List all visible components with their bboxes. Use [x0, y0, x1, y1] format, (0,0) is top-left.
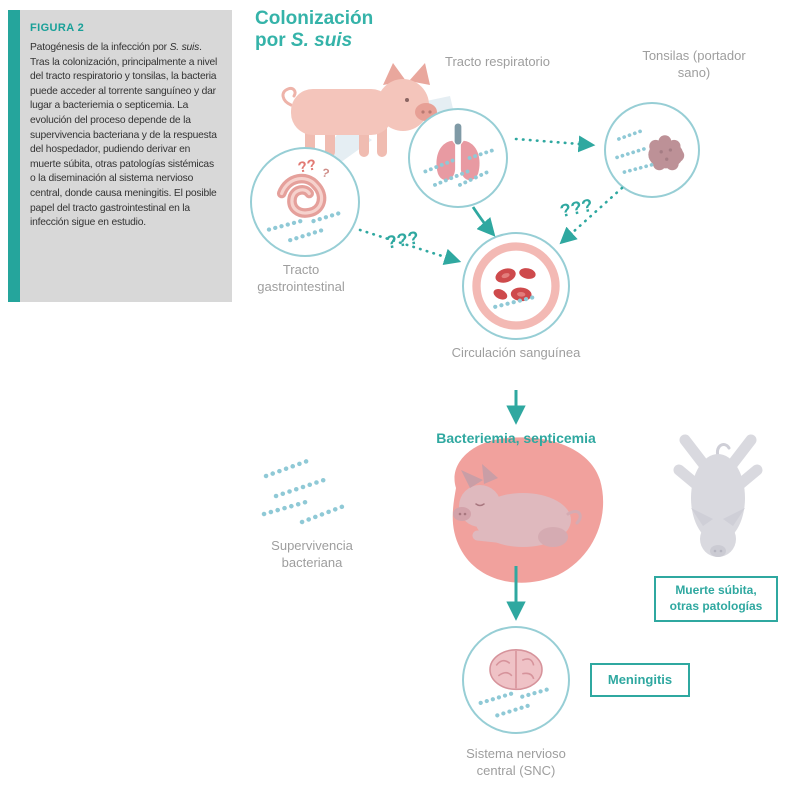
dead-pig-illustration	[673, 434, 763, 557]
respiratory-circle	[408, 108, 508, 208]
tonsil-icon	[615, 127, 685, 174]
label-gastrointestinal: Tracto gastrointestinal	[257, 262, 345, 294]
bacteria-icon	[423, 148, 495, 187]
label-survival: Supervivencia bacteriana	[271, 538, 353, 570]
caption-species-italic: S. suis	[169, 42, 200, 53]
label-tonsils: Tonsilas (portador sano)	[642, 48, 746, 80]
brain-icon	[478, 649, 554, 718]
meningitis-box: Meningitis	[590, 663, 690, 697]
diagram-title-line2-prefix: por	[255, 30, 291, 52]
label-cns: Sistema nervioso central (SNC)	[466, 746, 566, 778]
lungs-icon	[423, 123, 495, 187]
label-bacteremia: Bacteriemia, septicemia	[436, 430, 596, 446]
caption-segment: . Tras la colonización, principalmente a…	[30, 42, 218, 229]
label-respiratory: Tracto respiratorio	[445, 54, 550, 69]
bacteria-icon	[478, 686, 554, 718]
caption-segment: Patogénesis de la infección por	[30, 42, 170, 53]
blood-vessel-icon	[472, 242, 560, 330]
pig-illustration	[281, 63, 437, 157]
figure-panel-accent-bar	[8, 10, 20, 302]
intestine-icon	[266, 173, 344, 243]
gastro-circle	[250, 147, 360, 257]
tonsils-circle	[604, 102, 700, 198]
diagram-title: Colonización por S. suis	[255, 8, 373, 53]
diagram-title-line2: por S. suis	[255, 30, 373, 52]
cns-circle	[462, 626, 570, 734]
figure-caption-panel: FIGURA 2 Patogénesis de la infección por…	[20, 10, 232, 302]
circulation-circle	[462, 232, 570, 340]
diagram-title-line1: Colonización	[255, 8, 374, 29]
bacteria-icon	[615, 127, 654, 174]
diagram-title-species: S. suis	[290, 30, 353, 52]
bacteria-icon	[266, 210, 344, 243]
bacteria-icon	[493, 294, 539, 309]
bacteria-chains-icon	[261, 457, 347, 525]
figure-caption-title: FIGURA 2	[30, 22, 85, 34]
bacteremia-blob-illustration	[452, 437, 604, 583]
figure-caption-text: Patogénesis de la infección por S. suis.…	[30, 41, 221, 231]
sudden-death-box: Muerte súbita, otras patologías	[654, 576, 778, 622]
label-circulation: Circulación sanguínea	[451, 345, 581, 360]
